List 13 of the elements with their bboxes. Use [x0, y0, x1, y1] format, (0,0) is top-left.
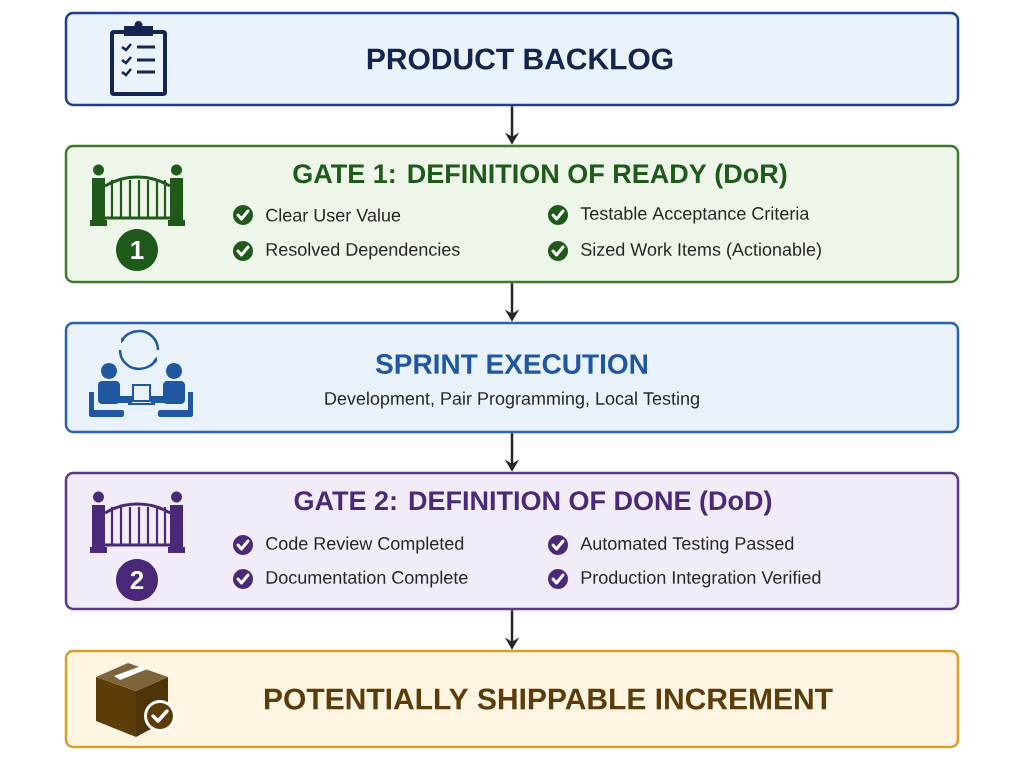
stage-box: SPRINT EXECUTION Development, Pair Programming, Local Testing [64, 321, 960, 434]
check-item: Sized Work Items (Actionable) [548, 241, 821, 261]
stage-box: PRODUCT BACKLOG [64, 11, 960, 107]
stage-box: POTENTIALLY SHIPPABLE INCREMENT [64, 649, 960, 749]
check-item: Documentation Complete [233, 569, 468, 589]
check-item: Testable Acceptance Criteria [548, 205, 810, 225]
number-badge: 1 [116, 229, 158, 271]
number-badge: 2 [116, 559, 158, 601]
check-item: Automated Testing Passed [548, 535, 794, 555]
check-item: Production Integration Verified [548, 569, 821, 589]
check-item: Resolved Dependencies [233, 241, 460, 261]
check-item: Clear User Value [233, 205, 401, 225]
check-item: Code Review Completed [233, 535, 464, 555]
